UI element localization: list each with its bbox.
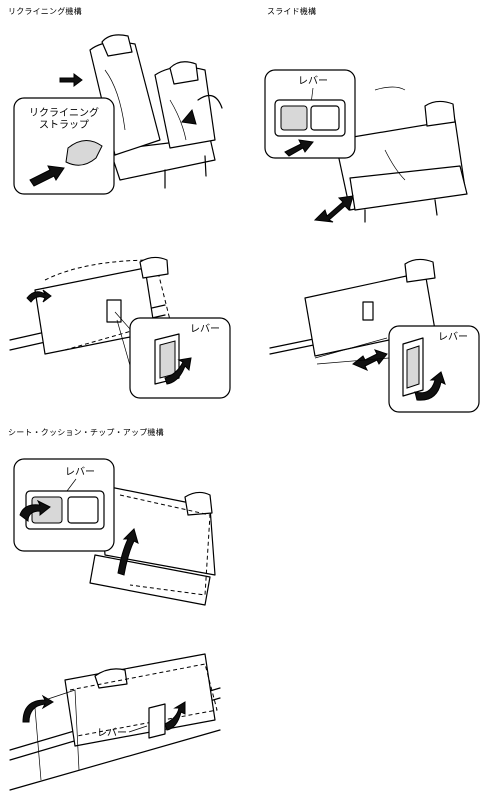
headrest-left (101, 34, 133, 57)
headrest-right (169, 61, 199, 85)
slide-lever-figure: レバー (269, 258, 480, 413)
seat-cushion (349, 165, 468, 211)
section-title-slide: スライド機構 (267, 7, 317, 16)
strap-label-1: リクライニング (29, 106, 99, 119)
section-title-reclining: リクライニング機構 (8, 7, 82, 16)
headrest (404, 258, 436, 283)
section-title-tipup: シート・クッション・チップ・アップ機構 (8, 428, 164, 437)
headrest (94, 668, 128, 689)
lever-label: レバー (438, 331, 468, 343)
lever-arrow (414, 371, 446, 401)
lever-arrow (19, 499, 51, 522)
slide-figure: レバー (264, 69, 468, 223)
reclining-figure: リクライニング ストラップ (13, 34, 223, 195)
pull-arrow (284, 139, 314, 157)
lever-arrow (164, 357, 192, 385)
pull-arrow (29, 165, 65, 187)
reclining-lever-figure: レバー (9, 256, 231, 399)
headrest (139, 256, 169, 279)
tipup-lever-figure: レバー (9, 653, 221, 791)
fold-arrow (22, 694, 54, 723)
tipup-figure: レバー (13, 458, 216, 606)
seat-back (64, 653, 216, 747)
slide-arrow (313, 195, 354, 223)
slide-arrow (352, 349, 388, 371)
recline-arrow (26, 289, 52, 303)
pointer-arrow (59, 73, 83, 87)
tipup-arrow (117, 528, 139, 576)
strap-label-2: ストラップ (39, 119, 89, 131)
inset-strap (13, 97, 115, 195)
headrest (424, 100, 456, 127)
recline-arrow (197, 94, 223, 109)
lever-label: レバー (190, 323, 220, 335)
lever-label: レバー (298, 75, 328, 87)
reclining-strap (65, 140, 103, 166)
headrest (184, 491, 213, 516)
lever (280, 105, 308, 131)
lever-label: レバー (97, 727, 127, 739)
lever-label: レバー (65, 466, 95, 478)
lever (148, 703, 166, 739)
lever-arrow (164, 701, 186, 731)
